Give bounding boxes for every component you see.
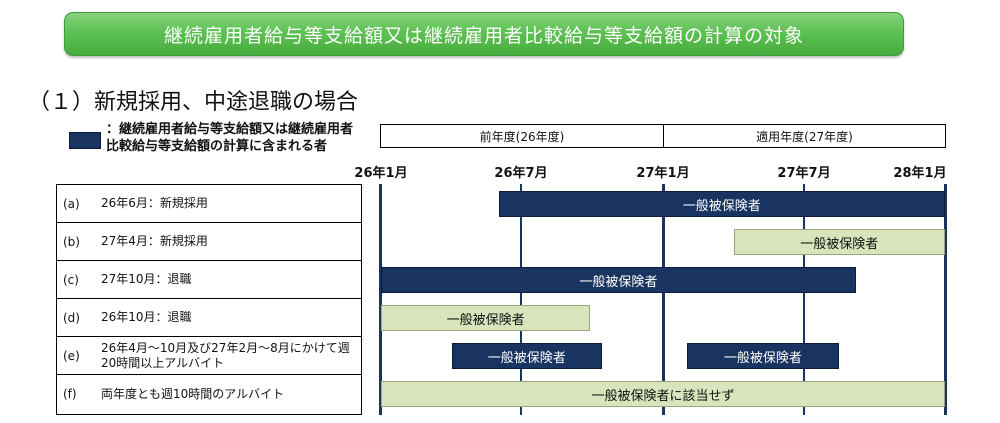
timeline-tick-label: 27年7月	[777, 166, 831, 181]
row-id: (c)	[63, 272, 79, 287]
timeline-tick-label: 27年1月	[636, 166, 690, 181]
timeline-gridline	[379, 184, 382, 415]
row-id: (e)	[63, 348, 80, 363]
timeline-gridline	[803, 184, 805, 415]
row-description: 両年度とも週10時間のアルバイト	[101, 386, 285, 401]
period-bar: 一般被保険者	[686, 343, 840, 369]
period-bar: 一般被保険者	[451, 343, 602, 369]
case-table: (a) 26年6月：新規採用 (b) 27年4月：新規採用 (c) 27年10月…	[56, 184, 362, 415]
row-description: 26年6月：新規採用	[101, 196, 208, 210]
timeline-gridline	[944, 184, 947, 415]
legend-swatch	[69, 132, 101, 149]
timeline-tick-label: 26年1月	[354, 166, 408, 181]
banner-title: 継続雇用者給与等支給額又は継続雇用者比較給与等支給額の計算の対象	[163, 24, 804, 47]
period-bar: 一般被保険者に該当せず	[381, 381, 945, 407]
period-bar: 一般被保険者	[498, 191, 945, 217]
period-bar: 一般被保険者	[381, 305, 591, 331]
row-id: (b)	[63, 234, 80, 249]
period-bar: 一般被保険者	[381, 267, 856, 293]
legend-label: ：継続雇用者給与等支給額又は継続雇用者比較給与等支給額の計算に含まれる者	[106, 122, 354, 154]
row-description: 27年4月：新規採用	[101, 234, 208, 248]
period-bar: 一般被保険者	[733, 229, 945, 255]
table-row: (f) 両年度とも週10時間のアルバイト	[57, 375, 361, 413]
table-row: (a) 26年6月：新規採用	[57, 185, 361, 223]
table-row: (c) 27年10月：退職	[57, 261, 361, 299]
row-description: 26年10月：退職	[101, 310, 192, 324]
timeline-gridline	[662, 184, 665, 415]
timeline-gridline	[520, 184, 522, 415]
table-row: (e) 26年4月～10月及び27年2月～8月にかけて週20時間以上アルバイト	[57, 337, 361, 375]
title-banner: 継続雇用者給与等支給額又は継続雇用者比較給与等支給額の計算の対象	[64, 12, 904, 56]
row-id: (a)	[63, 196, 80, 211]
row-description: 26年4月～10月及び27年2月～8月にかけて週20時間以上アルバイト	[101, 340, 350, 370]
row-description: 27年10月：退職	[101, 272, 192, 286]
row-id: (f)	[63, 387, 77, 401]
fiscal-year-previous: 前年度(26年度)	[380, 124, 664, 148]
row-id: (d)	[63, 310, 80, 325]
fiscal-year-applicable: 適用年度(27年度)	[663, 124, 946, 148]
timeline-tick-label: 28年1月	[893, 166, 947, 181]
timeline-tick-label: 26年7月	[494, 166, 548, 181]
table-row: (d) 26年10月：退職	[57, 299, 361, 337]
table-row: (b) 27年4月：新規採用	[57, 223, 361, 261]
section-title: （１）新規採用、中途退職の場合	[28, 90, 359, 115]
